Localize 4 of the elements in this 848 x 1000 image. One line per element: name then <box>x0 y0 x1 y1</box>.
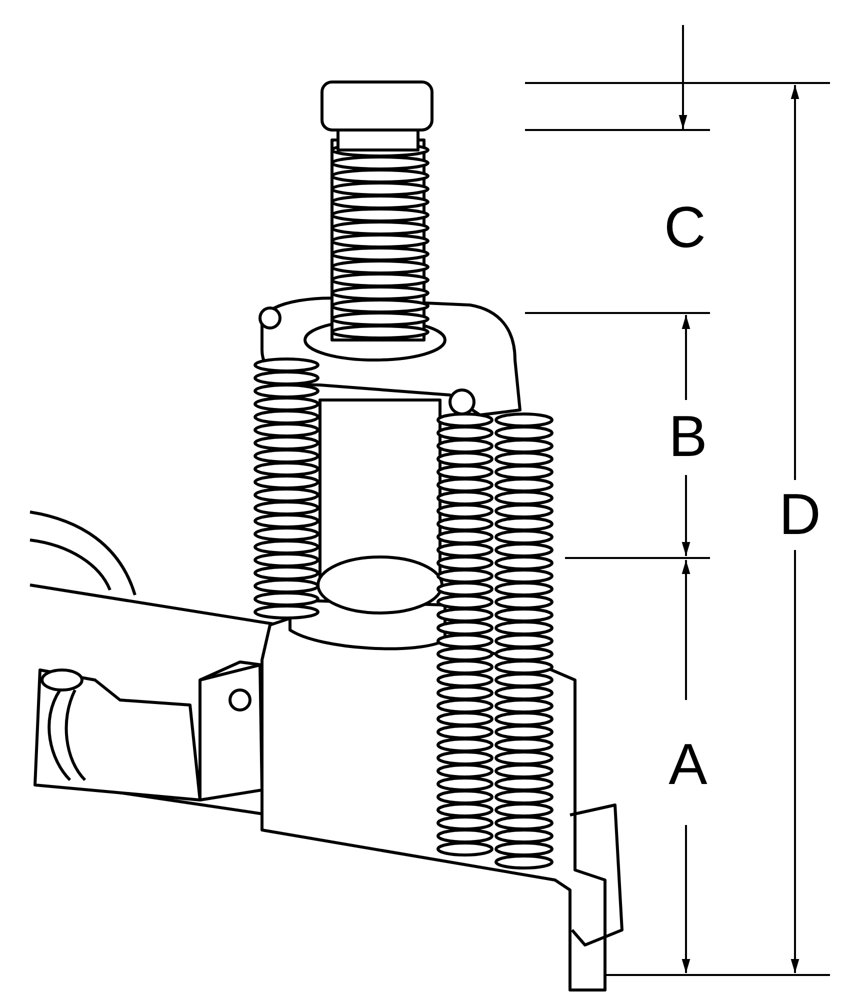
dimension-label: C <box>664 199 706 257</box>
dimension-label: A <box>668 736 708 794</box>
dimension-label: D <box>779 486 821 544</box>
dimension-label: B <box>668 408 708 466</box>
